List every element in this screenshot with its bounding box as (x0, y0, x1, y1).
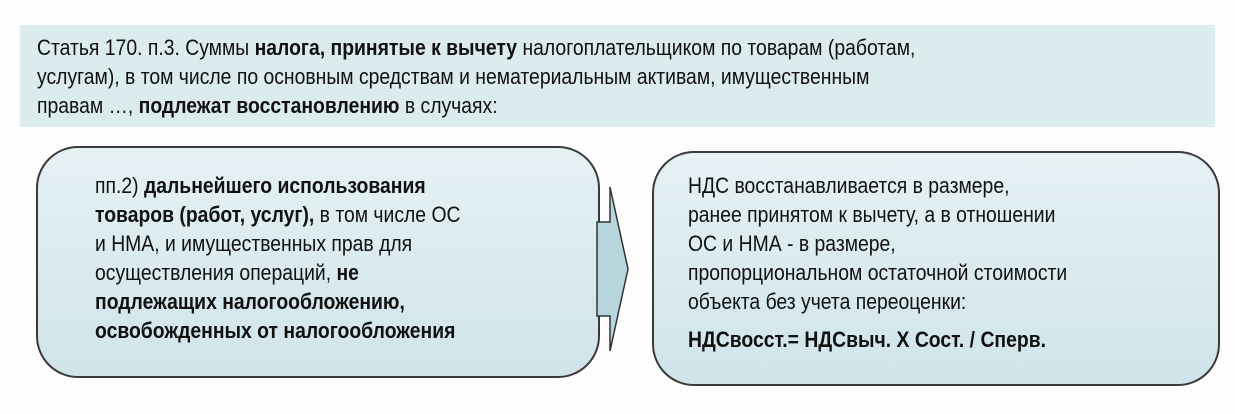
text: Статья 170. п.3. Суммы (37, 35, 255, 60)
bold-text: не (336, 260, 359, 285)
text-line: НДС восстанавливается в размере, (688, 171, 1009, 200)
bold-text: товаров (работ, услуг), (95, 202, 315, 227)
text-line: освобожденных от налогообложения (95, 316, 455, 345)
text: НДС восстанавливается в размере, (688, 173, 1010, 198)
bold-text: подлежат восстановлению (138, 93, 400, 118)
text: ОС и НМА - в размере, (688, 231, 896, 256)
text-line: и НМА, и имущественных прав для (95, 229, 412, 258)
vat-formula: НДСвосст.= НДСвыч. Х Сост. / Сперв. (688, 327, 1046, 352)
text-line: ОС и НМА - в размере, (688, 229, 896, 258)
bold-text: подлежащих налогообложению, (95, 289, 405, 314)
text: налогоплательщиком по товарам (работам, (517, 35, 916, 60)
result-box (652, 151, 1220, 386)
bold-text: налога, принятые к вычету (254, 35, 518, 60)
text-line: пропорциональном остаточной стоимости (688, 258, 1067, 287)
condition-box (36, 146, 600, 378)
text-line: Статья 170. п.3. Суммы налога, принятые … (37, 33, 915, 62)
article-header-band (20, 25, 1215, 127)
text-line: правам …, подлежат восстановлению в случ… (37, 91, 498, 120)
text-line: пп.2) дальнейшего использования (95, 171, 426, 200)
bold-text: дальнейшего использования (143, 173, 426, 198)
text-line: подлежащих налогообложению, (95, 287, 405, 316)
text-line: товаров (работ, услуг), в том числе ОС (95, 200, 461, 229)
right-arrow-icon (596, 186, 629, 352)
text: правам …, (37, 93, 139, 118)
text: в том числе ОС (314, 202, 461, 227)
text: пропорциональном остаточной стоимости (688, 260, 1068, 285)
text: пп.2) (95, 173, 144, 198)
text: услугам), в том числе по основным средст… (37, 64, 870, 89)
text: осуществления операций, (95, 260, 337, 285)
text: ранее принятом к вычету, а в отношении (688, 202, 1056, 227)
text: объекта без учета переоценки: (688, 289, 967, 314)
text: в случаях: (399, 93, 498, 118)
text: и НМА, и имущественных прав для (95, 231, 413, 256)
text-line: объекта без учета переоценки: (688, 287, 966, 316)
text-line: услугам), в том числе по основным средст… (37, 62, 869, 91)
bold-text: освобожденных от налогообложения (95, 318, 456, 343)
text-line: осуществления операций, не (95, 258, 359, 287)
text-line: ранее принятом к вычету, а в отношении (688, 200, 1055, 229)
